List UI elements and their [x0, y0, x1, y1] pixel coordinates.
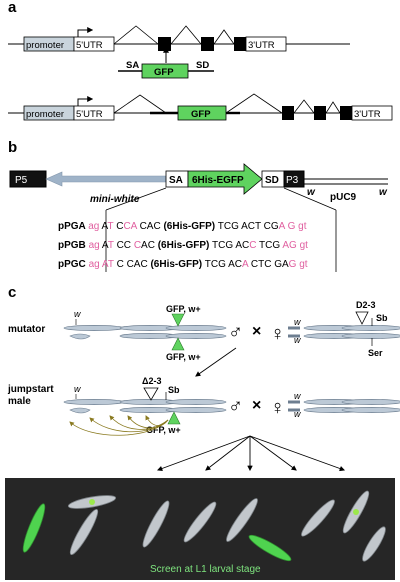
larva	[142, 500, 170, 548]
js-w-label: w	[74, 384, 81, 394]
jumpstart-chromosomes: w Δ2-3 Sb GFP, w+	[63, 376, 227, 436]
js-partner-w-bottom: w	[294, 409, 301, 419]
delta23-label: Δ2-3	[142, 376, 161, 386]
gene-structure-after: promoter 5'UTR GFP 3'UTR	[8, 93, 393, 121]
gfp-label: GFP	[154, 67, 174, 78]
mutator-label: mutator	[8, 324, 45, 335]
exon-2	[201, 37, 214, 51]
cassette-sa: SA	[126, 60, 139, 71]
tss-arrow-2	[77, 96, 94, 106]
gfp-spot	[353, 509, 359, 515]
promoter-label-2: promoter	[26, 109, 64, 120]
gfp-w-top: GFP, w+	[166, 304, 201, 314]
panel-a-letter: a	[8, 0, 17, 16]
exon-1	[158, 37, 171, 51]
gfp-cassette: SA GFP SD	[118, 60, 214, 79]
gfp-insert-top	[171, 313, 185, 327]
progeny-arrows	[156, 435, 346, 472]
jumpstart-label-1: jumpstart	[7, 384, 54, 395]
w-label-1: w	[307, 187, 316, 198]
exon-1b	[282, 106, 294, 120]
cross-female-symbol-2: ♀	[270, 397, 285, 419]
gene-structure-before: promoter 5'UTR 3'UTR	[8, 25, 350, 52]
ser-label: Ser	[368, 348, 383, 358]
panel-b-letter: b	[8, 139, 17, 156]
mini-white-arrow	[45, 171, 167, 187]
js-partner-w-top: w	[294, 391, 301, 401]
partner-w-top: w	[294, 317, 301, 327]
panel-c: c mutator w GFP, w+ GFP, w+ ♂ × ♀ w w	[5, 284, 400, 580]
exon-2b	[314, 106, 326, 120]
egfp-label: 6His-EGFP	[192, 175, 244, 186]
panel-a: a promoter 5'UTR 3'UTR SA GFP	[8, 0, 393, 121]
panel-b: b P5 mini-white SA 6His-EGFP SD P3 w pUC…	[8, 139, 388, 272]
construct-insert: (6His-GFP)	[163, 221, 215, 232]
puc-label: pUC9	[330, 192, 357, 203]
utr3-box	[245, 36, 287, 52]
cross-female-symbol-1: ♀	[270, 323, 285, 345]
mini-white-label: mini-white	[90, 194, 140, 205]
cross-male-symbol-2: ♂	[228, 395, 243, 417]
js-sb-label: Sb	[168, 385, 180, 395]
delta23-triangle	[143, 387, 159, 401]
construct-name: pPGA	[58, 221, 88, 232]
construct-insert: (6His-GFP)	[158, 240, 210, 251]
utr5-label: 5'UTR	[76, 40, 103, 51]
larvae-screen-image: Screen at L1 larval stage	[5, 478, 395, 580]
tss-arrow	[77, 27, 94, 37]
screen-caption: Screen at L1 larval stage	[150, 564, 261, 575]
p5-label: P5	[15, 175, 28, 186]
construct-row: pPGA ag AT CCA CAC (6His-GFP) TCG ACT CG…	[58, 221, 307, 232]
sa-label: SA	[169, 175, 183, 186]
larva	[183, 501, 217, 543]
sd-label: SD	[265, 175, 279, 186]
construct-name: pPGB	[58, 240, 89, 251]
partner-w-bottom: w	[294, 335, 301, 345]
gfp-positive-larva	[22, 503, 46, 553]
js-gfp-triangle	[167, 411, 181, 425]
exon-3	[234, 37, 246, 51]
cassette-sd: SD	[196, 60, 209, 71]
mutator-partner-chromosomes: w w D2-3 Sb Ser	[288, 300, 400, 358]
p3-label: P3	[286, 175, 299, 186]
cross-x-1: ×	[252, 323, 261, 340]
sb-label: Sb	[376, 313, 388, 323]
d23-triangle	[355, 311, 369, 325]
js-gfp-w: GFP, w+	[146, 425, 181, 435]
construct-rows: pPGA ag AT CCA CAC (6His-GFP) TCG ACT CG…	[58, 221, 308, 270]
promoter-label: promoter	[26, 40, 64, 51]
gfp-positive-larva	[248, 534, 292, 562]
construct-row: pPGB ag AT CC CAC (6His-GFP) TCG ACC TCG…	[58, 240, 308, 251]
d23-label: D2-3	[356, 300, 376, 310]
construct-name: pPGC	[58, 259, 89, 270]
mut-w-label: w	[74, 309, 81, 319]
utr3-label: 3'UTR	[248, 40, 275, 51]
utr3-box-2	[351, 105, 393, 121]
gfp-label-2: GFP	[191, 109, 211, 120]
panel-c-letter: c	[8, 284, 16, 301]
cross-male-symbol-1: ♂	[228, 321, 243, 343]
cross-x-2: ×	[252, 397, 261, 414]
larva	[69, 508, 99, 556]
jumpstart-label-2: male	[8, 396, 31, 407]
larva	[362, 526, 386, 562]
utr3-label-2: 3'UTR	[354, 109, 381, 120]
mutator-chromosomes: w GFP, w+ GFP, w+	[63, 304, 227, 362]
w-label-2: w	[379, 187, 388, 198]
larva	[226, 498, 258, 542]
jumpstart-partner-chromosomes: w w	[288, 391, 400, 419]
egfp-arrow	[187, 163, 263, 195]
gfp-spot	[89, 499, 95, 505]
construct-row: pPGC ag AT C CAC (6His-GFP) TCG ACA CTC …	[58, 259, 308, 270]
utr5-label-2: 5'UTR	[76, 109, 103, 120]
gfp-box	[141, 63, 189, 79]
exon-3b	[340, 106, 352, 120]
gfp-insert-bottom	[171, 337, 185, 351]
larva	[301, 499, 335, 537]
construct-insert: (6His-GFP)	[150, 259, 202, 270]
gfp-w-bottom: GFP, w+	[166, 352, 201, 362]
